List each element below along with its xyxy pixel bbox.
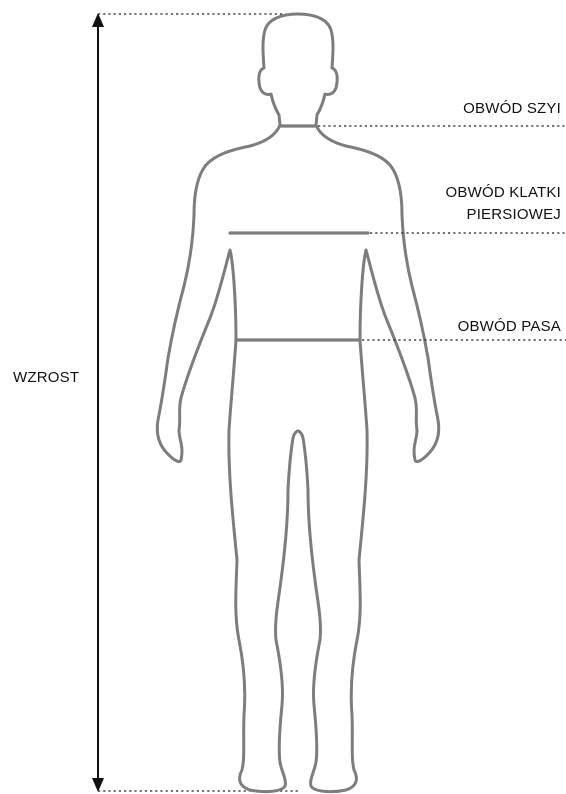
figure-right-outline: [298, 14, 439, 792]
chest-label-line1: OBWÓD KLATKI: [446, 184, 561, 201]
waist-label: OBWÓD PASA: [458, 318, 561, 335]
neck-label: OBWÓD SZYI: [463, 100, 561, 117]
figure-left-outline: [157, 14, 298, 792]
height-arrow-bottom-head: [92, 778, 104, 792]
height-arrow-icon: [92, 13, 104, 792]
height-label: WZROST: [13, 369, 79, 386]
human-figure-icon: [157, 14, 438, 792]
chest-label-line2: PIERSIOWEJ: [466, 206, 561, 223]
height-arrow-top-head: [92, 13, 104, 27]
